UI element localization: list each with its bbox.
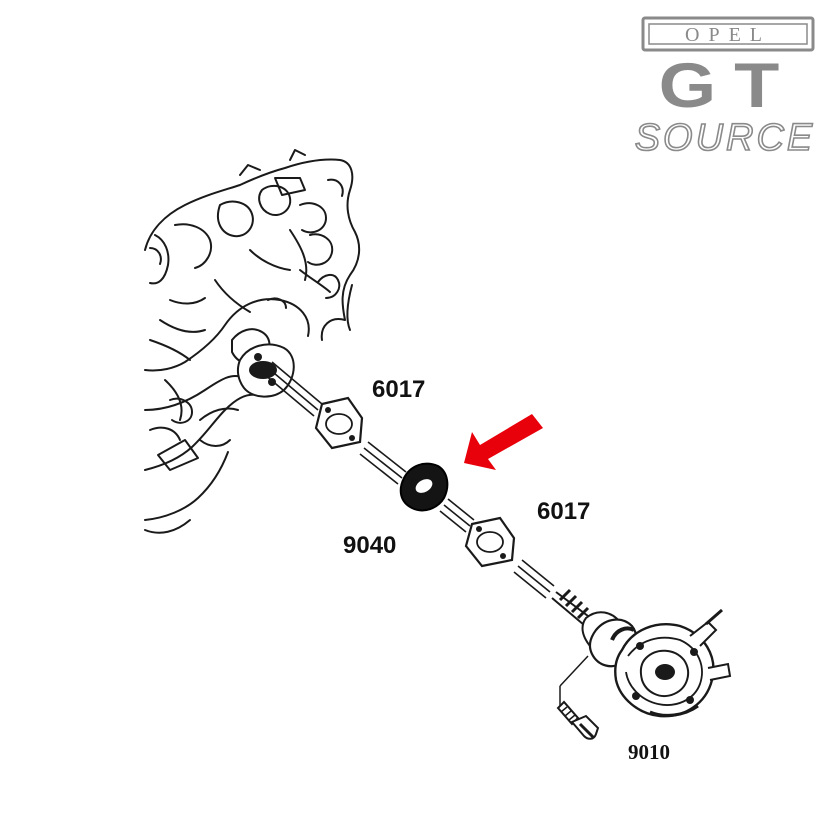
- part-label-gasket-upper: 6017: [372, 376, 425, 403]
- logo-gt-text: GT: [659, 50, 798, 121]
- engine-block-illustration: [144, 149, 361, 534]
- logo-opel-plate: [641, 16, 815, 52]
- part-label-fuel-pump: 9010: [628, 740, 670, 764]
- part-label-gasket-lower: 6017: [537, 498, 590, 525]
- insulator-spacer: [399, 462, 449, 512]
- assembly-axis-lines: [263, 361, 555, 599]
- red-pointer-arrow: [464, 414, 543, 470]
- opel-gt-source-logo: OPEL GT SOURCE: [634, 16, 816, 160]
- logo-opel-plate-inner: [648, 23, 808, 45]
- fuel-pump: [551, 588, 732, 718]
- pump-mount-boss: [236, 343, 295, 398]
- logo-source-text: SOURCE: [635, 117, 816, 159]
- gasket-lower: [464, 516, 516, 568]
- mounting-bolt: [556, 655, 600, 740]
- logo-opel-text: OPEL: [685, 24, 771, 46]
- gasket-upper: [314, 396, 364, 450]
- part-label-spacer: 9040: [343, 532, 396, 559]
